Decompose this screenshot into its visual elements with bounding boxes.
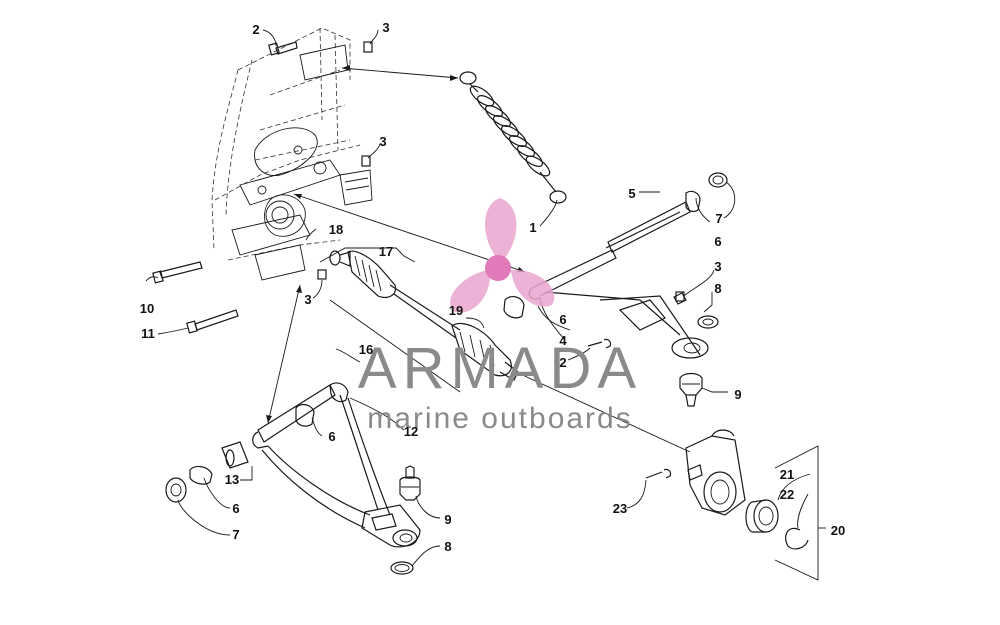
callout-12: 12 bbox=[404, 424, 418, 439]
callout-8: 8 bbox=[444, 539, 451, 554]
callout-2: 2 bbox=[559, 355, 566, 370]
callout-7: 7 bbox=[715, 211, 722, 226]
callout-3: 3 bbox=[379, 134, 386, 149]
callout-6: 6 bbox=[232, 501, 239, 516]
callout-17: 17 bbox=[379, 244, 393, 259]
callout-3: 3 bbox=[714, 259, 721, 274]
watermark-brand: ARMADA bbox=[358, 336, 642, 401]
ball-joint-lower bbox=[399, 465, 421, 501]
frame-assembly bbox=[211, 27, 373, 281]
callout-1: 1 bbox=[529, 220, 536, 235]
leader-lines bbox=[145, 29, 811, 567]
bolts-nuts bbox=[152, 41, 685, 334]
watermark-tagline: marine outboards bbox=[367, 402, 632, 435]
upper-a-arm bbox=[503, 172, 728, 359]
callout-11: 11 bbox=[141, 326, 155, 341]
callout-21: 21 bbox=[780, 467, 794, 482]
ball-joint-upper bbox=[679, 372, 703, 407]
callout-6: 6 bbox=[714, 234, 721, 249]
callout-8: 8 bbox=[714, 281, 721, 296]
spacer-tubes bbox=[605, 211, 681, 249]
callout-brackets bbox=[319, 247, 826, 581]
callout-23: 23 bbox=[613, 501, 627, 516]
callout-6: 6 bbox=[328, 429, 335, 444]
reference-arrows bbox=[266, 65, 526, 424]
callout-3: 3 bbox=[382, 20, 389, 35]
callout-labels: 2 3 3 5 7 6 18 17 1 3 8 10 3 19 6 11 4 1… bbox=[140, 20, 845, 554]
callout-22: 22 bbox=[780, 487, 794, 502]
callout-6: 6 bbox=[559, 312, 566, 327]
callout-20: 20 bbox=[831, 523, 845, 538]
drive-axle bbox=[329, 250, 691, 453]
lower-a-arm bbox=[165, 382, 421, 575]
callout-5: 5 bbox=[628, 186, 635, 201]
propeller-logo-icon bbox=[450, 198, 555, 313]
steering-knuckle bbox=[645, 429, 746, 516]
watermark: ARMADA marine outboards bbox=[358, 198, 642, 435]
callout-18: 18 bbox=[329, 222, 343, 237]
callout-9: 9 bbox=[444, 512, 451, 527]
callout-4: 4 bbox=[559, 333, 567, 348]
callout-9: 9 bbox=[734, 387, 741, 402]
callout-7: 7 bbox=[232, 527, 239, 542]
callout-13: 13 bbox=[225, 472, 239, 487]
snap-ring bbox=[785, 527, 809, 550]
callout-2: 2 bbox=[252, 22, 259, 37]
callout-10: 10 bbox=[140, 301, 154, 316]
callout-3: 3 bbox=[304, 292, 311, 307]
wheel-bearing bbox=[745, 499, 779, 533]
callout-16: 16 bbox=[359, 342, 373, 357]
shock-absorber bbox=[459, 71, 567, 204]
callout-19: 19 bbox=[449, 303, 463, 318]
